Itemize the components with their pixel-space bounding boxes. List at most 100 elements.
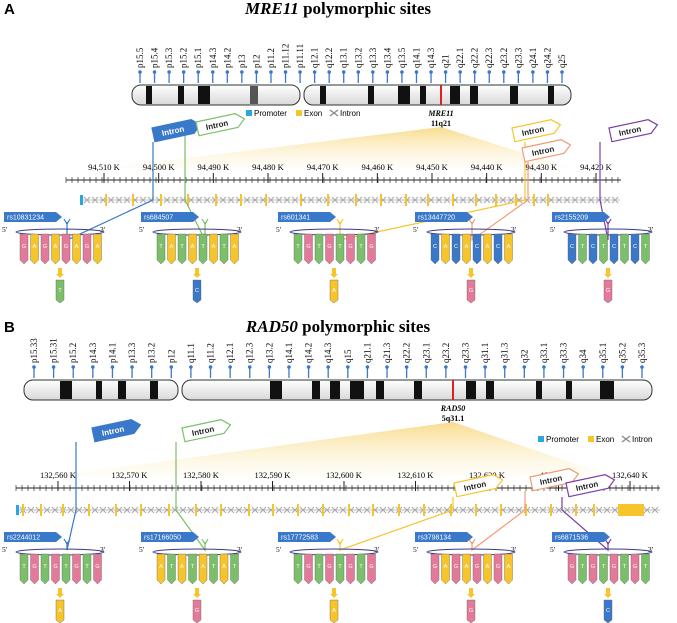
nucleotide-letter: G <box>306 564 310 570</box>
chromosome-band <box>146 86 152 104</box>
nucleotide <box>314 553 324 585</box>
exon <box>515 194 517 206</box>
exon <box>372 504 374 516</box>
chromosome-band <box>420 86 426 104</box>
intron-mark <box>539 196 547 204</box>
intron-mark <box>331 506 339 514</box>
nucleotide-letter: T <box>85 564 89 570</box>
axis-tick-label: 132,610 K <box>398 470 435 480</box>
band-pin-head <box>356 70 361 74</box>
band-label: q13.1 <box>339 48 349 68</box>
intron-mark <box>419 196 427 204</box>
legend-exon-swatch <box>296 110 302 116</box>
band-pin-head <box>545 70 550 74</box>
band-pin-head <box>346 365 350 369</box>
nucleotide-letter: A <box>212 244 216 250</box>
callout-connector <box>184 136 206 241</box>
band-pin-head <box>208 365 213 369</box>
nucleotide-letter: T <box>338 564 342 570</box>
nucleotide-letter: T <box>180 244 184 250</box>
intron-mark <box>323 506 331 514</box>
nucleotide-letter: G <box>327 244 331 250</box>
exon <box>62 504 64 516</box>
variant-base <box>466 599 476 623</box>
band-label: p15.31 <box>49 338 59 363</box>
band-pin-head <box>247 365 252 369</box>
band-label: q13.5 <box>397 47 407 68</box>
strand-5prime: 5' <box>413 545 419 554</box>
nucleotide <box>641 233 650 265</box>
panel-letter: A <box>4 1 15 18</box>
intron-mark <box>163 196 171 204</box>
nucleotide <box>335 553 345 585</box>
band-label: q11.2 <box>206 343 216 363</box>
intron-callout: Intron <box>608 119 659 143</box>
strand-5prime: 5' <box>2 545 8 554</box>
variant-base <box>55 599 65 623</box>
band-label: p14.3 <box>88 342 98 363</box>
callout-arrow <box>63 538 71 546</box>
nucleotide-letter: C <box>433 244 437 250</box>
nucleotide-letter: A <box>180 564 184 570</box>
intron-mark <box>315 506 323 514</box>
variant-arrow-head <box>330 274 338 278</box>
intron-mark <box>235 506 243 514</box>
band-label: q14.3 <box>426 47 436 68</box>
callout-arrow <box>201 218 209 226</box>
exon <box>272 504 274 516</box>
nucleotide-letter: T <box>581 244 585 250</box>
nucleotide-letter: A <box>233 244 237 250</box>
intron-box <box>195 113 246 137</box>
chromosome-band <box>548 86 554 104</box>
exon <box>547 194 549 206</box>
band-label: p15.2 <box>179 48 189 68</box>
nucleotide-letter: T <box>623 564 627 570</box>
intron-box <box>565 474 616 498</box>
nucleotide-letter: T <box>644 564 648 570</box>
variant-arrow-head <box>56 594 64 598</box>
chromosome-band <box>96 381 102 399</box>
nucleotide <box>335 233 345 265</box>
snp-id: rs13447720 <box>418 215 455 222</box>
nucleotide <box>219 553 229 585</box>
exon <box>300 194 302 206</box>
band-pin-head <box>228 365 232 369</box>
variant-arrow-shaft <box>58 268 62 274</box>
nucleotide <box>346 233 355 265</box>
nucleotide-letter: G <box>612 564 616 570</box>
nucleotide-letter: A <box>54 244 58 250</box>
band-label: q23.2 <box>441 343 451 363</box>
intron-mark <box>611 506 619 514</box>
band-label: q14.1 <box>284 343 294 363</box>
band-label: p11.2 <box>266 48 276 68</box>
variant-base <box>192 599 202 623</box>
promoter <box>16 505 19 515</box>
intron-mark <box>275 506 283 514</box>
intron-callout: Intron <box>565 474 616 498</box>
band-label: q31.1 <box>480 343 490 363</box>
band-label: p13.2 <box>147 343 157 363</box>
band-pin-head <box>138 70 142 74</box>
nucleotide <box>325 553 334 585</box>
variant-arrow-shaft <box>195 268 199 274</box>
intron-mark <box>539 506 547 514</box>
nucleotide <box>209 233 218 265</box>
title-suffix: polymorphic sites <box>299 0 432 18</box>
axis-tick-label: 94,460 K <box>362 162 395 172</box>
band-pin-head <box>110 365 115 369</box>
variant-arrow-head <box>56 274 64 278</box>
nucleotide-letter: G <box>633 564 637 570</box>
intron-mark <box>155 506 163 514</box>
nucleotide-letter: G <box>74 564 78 570</box>
nucleotide <box>620 553 629 585</box>
nucleotide-letter: T <box>222 244 226 250</box>
variant-arrow-head <box>193 274 201 278</box>
nucleotide <box>230 553 239 585</box>
nucleotide <box>30 233 39 265</box>
intron-mark <box>611 196 619 204</box>
intron-mark <box>251 196 259 204</box>
callout-arrow <box>201 538 209 546</box>
band-pin-head <box>516 70 521 74</box>
nucleotide-letter: C <box>612 244 616 250</box>
intron-box <box>521 139 572 163</box>
